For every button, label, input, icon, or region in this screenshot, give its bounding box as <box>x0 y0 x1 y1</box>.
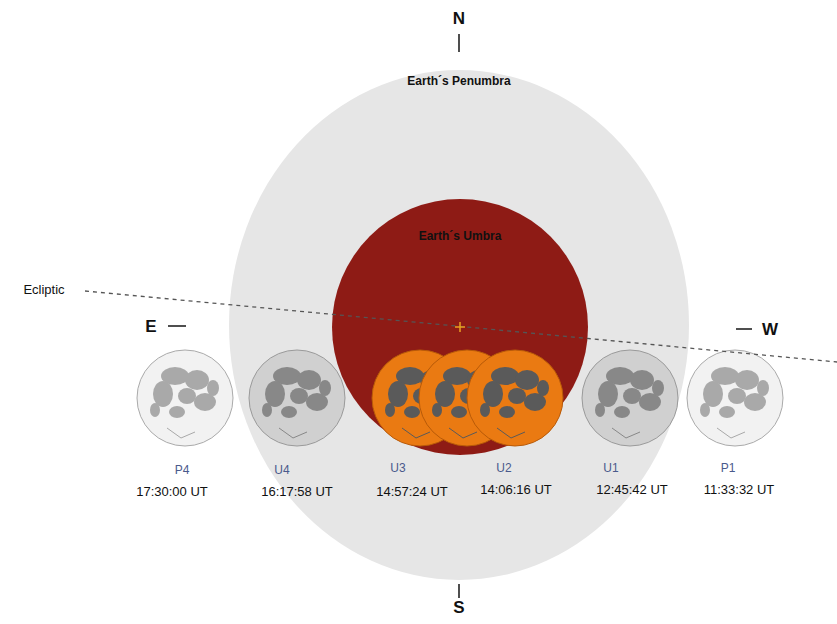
west-tick <box>736 328 752 330</box>
lunar-mare <box>757 380 769 396</box>
north-tick <box>458 34 460 52</box>
contact-time: 14:06:16 UT <box>480 482 552 497</box>
contact-time: 16:17:58 UT <box>261 484 333 499</box>
contact-name: U1 <box>603 461 618 475</box>
penumbra-ellipse <box>229 70 689 580</box>
moon-disc <box>687 350 783 446</box>
region-label: Earth´s Umbra <box>332 229 588 243</box>
contact-name: U3 <box>390 461 405 475</box>
contact-name: U2 <box>496 461 511 475</box>
lunar-mare <box>194 393 216 411</box>
lunar-mare <box>744 393 766 411</box>
moon-face <box>687 350 783 446</box>
lunar-mare <box>719 406 735 418</box>
contact-name: P1 <box>721 461 736 475</box>
lunar-mare <box>735 370 759 390</box>
lunar-mare <box>700 403 710 417</box>
lunar-mare <box>153 381 173 407</box>
contact-name: P4 <box>175 463 190 477</box>
compass-east: E <box>145 317 156 337</box>
lunar-mare <box>178 388 196 404</box>
penumbra-region: Earth´s PenumbraEarth´s Umbra <box>229 70 689 580</box>
south-tick <box>458 584 460 598</box>
moon-face <box>137 350 233 446</box>
east-tick <box>168 325 186 327</box>
compass-north: N <box>453 9 465 29</box>
contact-name: U4 <box>274 463 289 477</box>
contact-time: 14:57:24 UT <box>376 484 448 499</box>
lunar-mare <box>728 388 746 404</box>
umbra-circle <box>332 199 588 455</box>
lunar-mare <box>711 367 739 385</box>
crater-ray <box>167 428 195 438</box>
moon-disc <box>137 350 233 446</box>
contact-time: 12:45:42 UT <box>596 482 668 497</box>
ecliptic-label: Ecliptic <box>23 282 64 297</box>
lunar-mare <box>207 380 219 396</box>
lunar-mare <box>185 370 209 390</box>
lunar-mare <box>703 381 723 407</box>
compass-west: W <box>762 320 778 340</box>
crater-ray <box>717 428 745 438</box>
lunar-mare <box>150 403 160 417</box>
contact-time: 17:30:00 UT <box>136 484 208 499</box>
compass-south: S <box>453 598 464 618</box>
contact-time: 11:33:32 UT <box>704 482 775 497</box>
region-label: Earth´s Penumbra <box>229 74 689 88</box>
compass-ticks <box>168 34 752 598</box>
lunar-mare <box>169 406 185 418</box>
umbra-region: Earth´s Umbra <box>332 199 588 455</box>
lunar-mare <box>161 367 189 385</box>
